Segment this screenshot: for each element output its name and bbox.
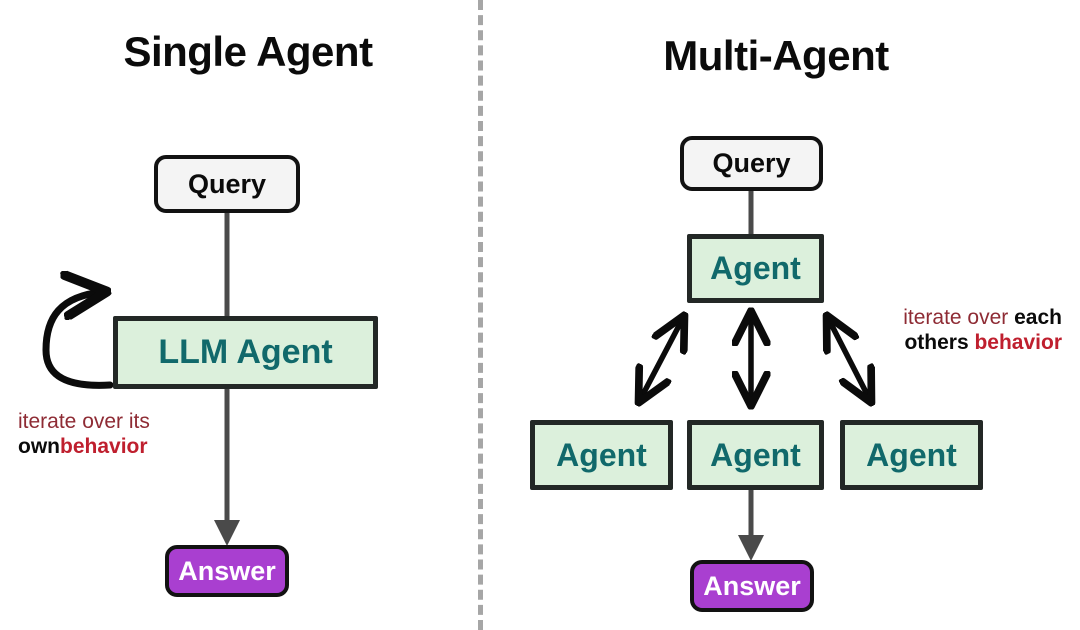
self-loop-arrow [42,292,114,389]
annotation-multi-agent: iterate over each others behavior [903,306,1062,356]
panel-divider [478,0,483,630]
annotation-left-own: own [18,434,60,458]
annotation-left-line-2: ownbehavior [18,435,150,460]
edge-agent-top-to-agent-left [640,318,683,400]
panel-title-multi-agent: Multi-Agent [663,32,889,79]
node-query-left[interactable]: Query [154,155,300,213]
node-llm-agent[interactable]: LLM Agent [113,316,378,389]
annotation-right-others: others [904,330,975,354]
node-answer-left[interactable]: Answer [165,545,289,597]
node-agent-left[interactable]: Agent [530,420,673,490]
annotation-right-line-1: iterate over each [903,306,1062,331]
node-agent-center[interactable]: Agent [687,420,824,490]
node-answer-right[interactable]: Answer [690,560,814,612]
annotation-left-line-1: iterate over its [18,410,150,435]
annotation-right-line-2: others behavior [903,331,1062,356]
edge-agent-top-to-agent-right [828,318,870,400]
annotation-single-agent: iterate over its ownbehavior [18,410,150,460]
annotation-right-each: each [1014,306,1062,329]
annotation-right-behavior: behavior [974,330,1062,354]
annotation-left-behavior: behavior [60,434,148,458]
panel-title-single-agent: Single Agent [123,28,373,75]
node-agent-top[interactable]: Agent [687,234,824,303]
annotation-right-lead: iterate over [903,306,1015,329]
node-agent-right[interactable]: Agent [840,420,983,490]
annotation-left-lead: iterate over its [18,410,150,433]
node-query-right[interactable]: Query [680,136,823,191]
